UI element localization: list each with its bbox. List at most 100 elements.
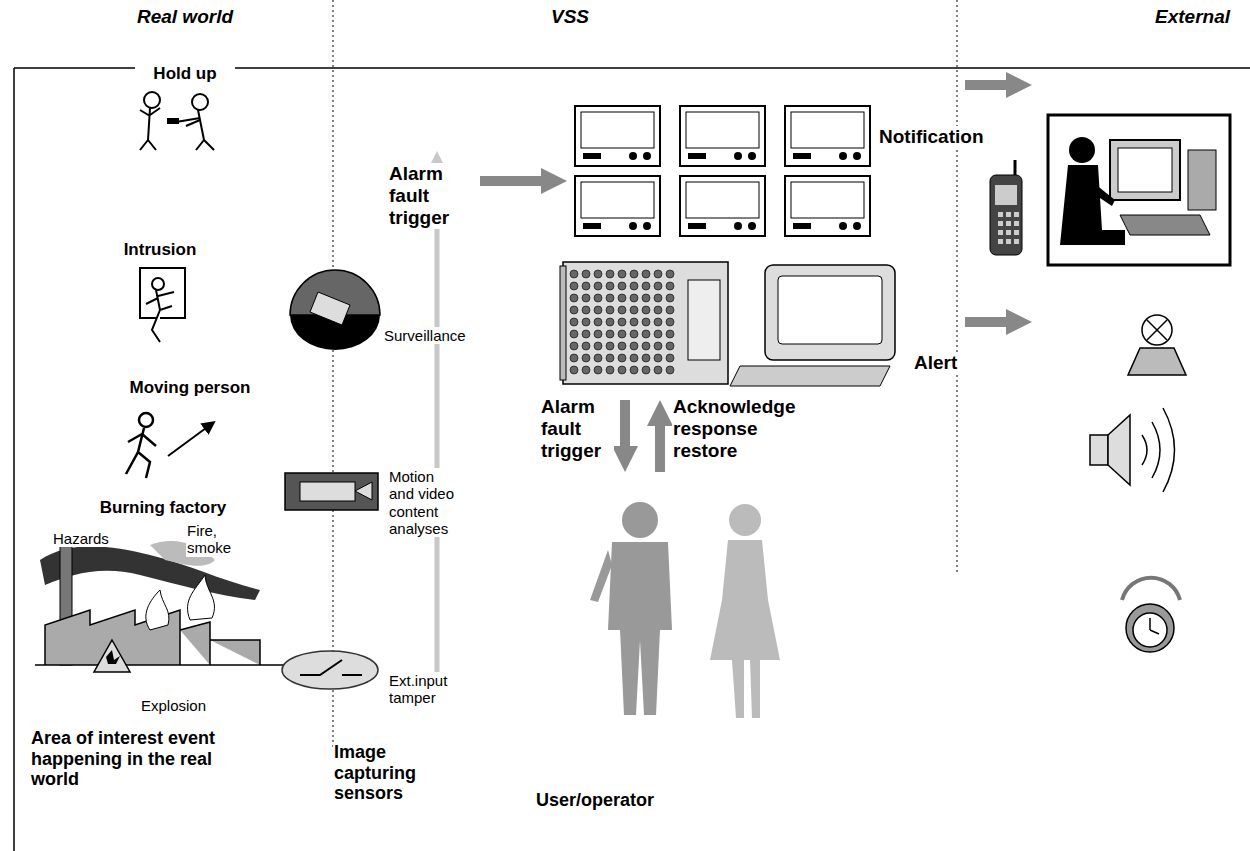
drawing-stroke xyxy=(642,366,650,374)
drawing-stroke xyxy=(654,330,662,338)
drawing-stroke xyxy=(748,152,756,160)
drawing-stroke xyxy=(1060,165,1125,245)
drawing-stroke xyxy=(1014,221,1019,226)
area-caption: Area of interest event happening in the … xyxy=(30,728,260,790)
drawing-stroke xyxy=(688,280,720,360)
drawing-stroke xyxy=(853,222,861,230)
drawing-stroke xyxy=(570,270,578,278)
drawing-stroke xyxy=(630,282,638,290)
drawing-stroke xyxy=(1006,221,1011,226)
box-camera xyxy=(285,473,378,510)
drawing-stroke xyxy=(480,176,545,186)
drawing-stroke xyxy=(620,400,630,450)
drawing-stroke xyxy=(654,354,662,362)
drawing-stroke xyxy=(630,318,638,326)
drawing-stroke xyxy=(582,282,590,290)
drawing-stroke xyxy=(144,92,160,108)
drawing-stroke xyxy=(606,306,614,314)
monitor xyxy=(575,176,660,236)
drawing-stroke xyxy=(642,318,650,326)
drawing-stroke xyxy=(965,317,1010,327)
drawing-stroke xyxy=(654,270,662,278)
drawing-stroke xyxy=(965,80,1010,90)
drawing-stroke xyxy=(734,222,742,230)
drawing-stroke xyxy=(582,354,590,362)
drawing-stroke xyxy=(140,268,185,318)
drawing-stroke xyxy=(582,270,590,278)
monitor xyxy=(680,176,765,236)
drawing-stroke xyxy=(1188,150,1216,210)
drawing-stroke xyxy=(686,112,759,148)
drawing-stroke xyxy=(126,428,156,478)
drawing-stroke xyxy=(594,318,602,326)
drawing-stroke xyxy=(582,306,590,314)
drawing-stroke xyxy=(1110,140,1180,200)
drawing-stroke xyxy=(688,153,706,159)
drawing-stroke xyxy=(618,282,626,290)
drawing-stroke xyxy=(152,278,164,290)
drawing-stroke xyxy=(666,306,674,314)
drawing-stroke xyxy=(1014,212,1019,217)
drawing-stroke xyxy=(618,354,626,362)
drawing-stroke xyxy=(146,590,169,630)
drawing-stroke xyxy=(630,306,638,314)
drawing-stroke xyxy=(1014,230,1019,235)
drawing-stroke xyxy=(686,182,759,218)
drawing-stroke xyxy=(730,366,890,386)
input-switch xyxy=(282,651,378,689)
drawing-stroke xyxy=(1108,415,1130,485)
drawing-stroke xyxy=(990,175,1022,255)
drawing-stroke xyxy=(680,106,765,166)
drawing-stroke xyxy=(1150,618,1159,634)
drawing-stroke xyxy=(630,330,638,338)
drawing-stroke xyxy=(146,290,174,342)
drawing-stroke xyxy=(1133,613,1167,647)
drawing-stroke xyxy=(570,318,578,326)
drawing-stroke xyxy=(594,294,602,302)
drawing-stroke xyxy=(310,292,350,325)
drawing-stroke xyxy=(1014,160,1017,175)
drawing-stroke xyxy=(765,265,895,360)
drawing-stroke xyxy=(642,270,650,278)
drawing-stroke xyxy=(618,306,626,314)
drawing-stroke xyxy=(594,330,602,338)
drawing-stroke xyxy=(654,306,662,314)
output-label: Alert xyxy=(913,352,978,374)
drawing-stroke xyxy=(666,270,674,278)
drawing-stroke xyxy=(630,354,638,362)
drawing-stroke xyxy=(570,330,578,338)
column-heading: External xyxy=(1140,6,1245,28)
operator-at-computer xyxy=(1048,115,1230,265)
sensor-label: Motion and video content analyses xyxy=(388,468,464,537)
drawing-stroke xyxy=(594,282,602,290)
drawing-stroke xyxy=(630,342,638,350)
drawing-stroke xyxy=(642,330,650,338)
drawing-stroke xyxy=(630,294,638,302)
drawing-stroke xyxy=(570,354,578,362)
event-label: Hold up xyxy=(135,64,235,84)
surveillance-dome-camera xyxy=(290,270,380,350)
drawing-stroke xyxy=(618,318,626,326)
drawing-stroke xyxy=(1128,348,1186,375)
drawing-stroke xyxy=(998,212,1019,244)
drawing-stroke xyxy=(188,575,215,620)
drawing-stroke xyxy=(618,270,626,278)
drawing-stroke xyxy=(654,294,662,302)
alert-lamp xyxy=(1128,315,1186,375)
drawing-stroke xyxy=(583,223,601,229)
drawing-stroke xyxy=(608,542,672,715)
drawing-stroke xyxy=(853,152,861,160)
drawing-stroke xyxy=(192,94,208,110)
drawing-stroke xyxy=(729,504,761,536)
drawing-stroke xyxy=(1120,215,1210,235)
monitor xyxy=(785,106,870,166)
drawing-stroke xyxy=(582,330,590,338)
drawing-stroke xyxy=(630,270,638,278)
drawing-stroke xyxy=(563,262,728,384)
drawing-stroke xyxy=(435,166,440,690)
drawing-stroke xyxy=(618,366,626,374)
sensor-label: Ext.input tamper xyxy=(388,672,466,707)
loudspeaker xyxy=(1090,408,1175,492)
monitor-wall xyxy=(575,106,870,236)
